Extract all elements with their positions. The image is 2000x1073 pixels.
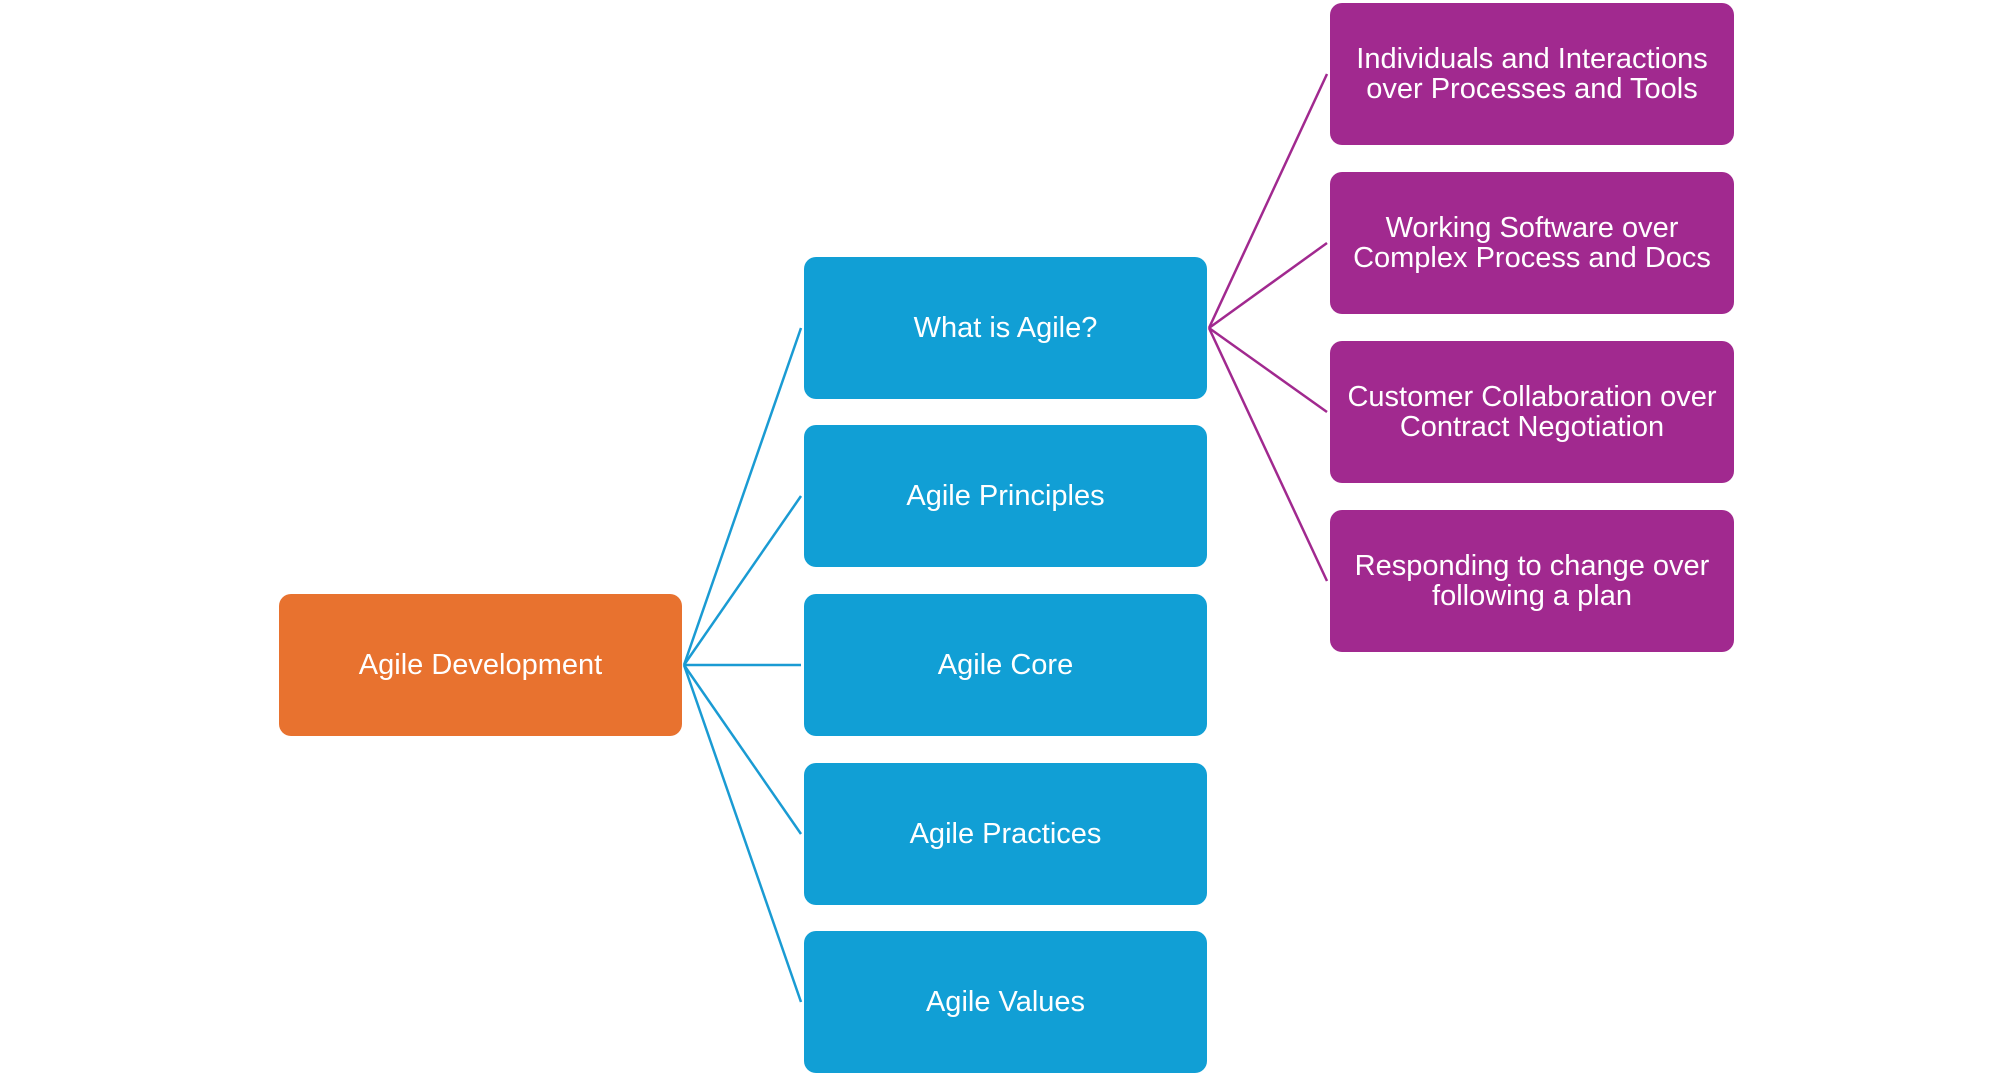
node-responding-to-change: Responding to change over following a pl… (1330, 510, 1734, 652)
node-agile-core: Agile Core (804, 594, 1207, 736)
root-node-agile-development: Agile Development (279, 594, 682, 736)
node-label: Agile Principles (906, 480, 1105, 512)
node-label: Agile Values (925, 986, 1086, 1018)
node-agile-practices: Agile Practices (804, 763, 1207, 905)
node-working-software: Working Software over Complex Process an… (1330, 172, 1734, 314)
node-label: Responding to change over following a pl… (1354, 550, 1710, 612)
connector-level1-to-level2 (1208, 241, 1328, 330)
connector-level1-to-level2 (1207, 327, 1329, 582)
node-label: Agile Core (937, 649, 1074, 681)
connector-level1-to-level2 (1207, 73, 1329, 329)
node-agile-principles: Agile Principles (804, 425, 1207, 567)
node-label: Customer Collaboration over Contract Neg… (1347, 381, 1717, 443)
node-label: Agile Practices (909, 818, 1102, 850)
node-agile-values: Agile Values (804, 931, 1207, 1073)
node-label: Individuals and Interactions over Proces… (1356, 43, 1708, 105)
connector-root-to-level1 (682, 664, 803, 835)
connector-level1-to-level2 (1208, 326, 1328, 414)
node-label: What is Agile? (913, 312, 1098, 344)
node-customer-collaboration: Customer Collaboration over Contract Neg… (1330, 341, 1734, 483)
node-individuals-and-interactions: Individuals and Interactions over Proces… (1330, 3, 1734, 145)
node-label: Working Software over Complex Process an… (1353, 212, 1711, 274)
connector-root-to-level1 (682, 664, 803, 1003)
connector-root-to-level1 (682, 327, 803, 666)
node-what-is-agile: What is Agile? (804, 257, 1207, 399)
connector-root-to-level1 (682, 495, 803, 666)
root-node-label: Agile Development (358, 649, 603, 681)
